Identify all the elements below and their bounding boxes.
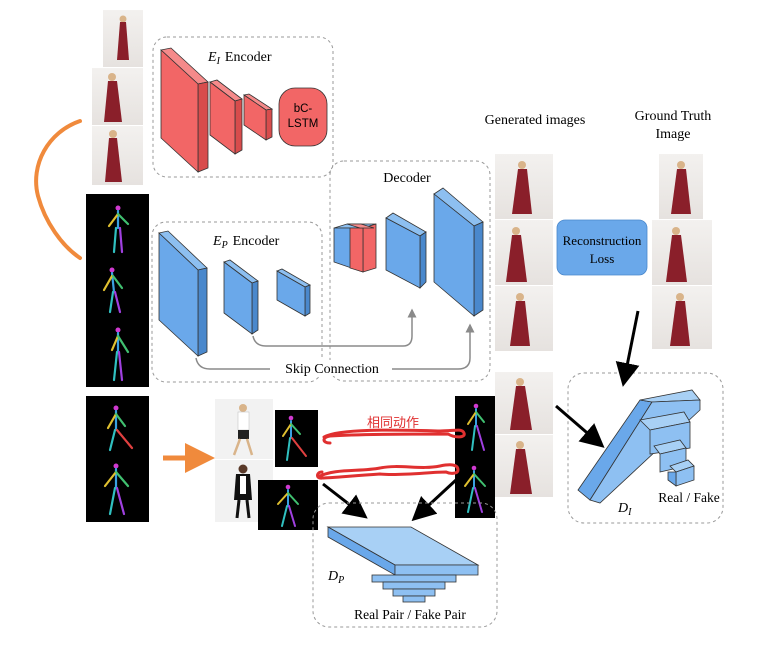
- arrow-ground-truth-to-di: [615, 310, 640, 387]
- encoder-p-text: Encoder: [233, 234, 280, 249]
- decoder-block: Decoder: [329, 160, 491, 382]
- discriminator-i-block: DI Real / Fake: [567, 372, 724, 524]
- pose-skeleton-1: [107, 205, 130, 254]
- arrow-fake-pair-to-dp: [411, 478, 458, 522]
- real-fake-pair-label: Real Pair / Fake Pair: [354, 607, 466, 622]
- generated-pair-images: [495, 372, 553, 497]
- pose-pair-left: [86, 396, 149, 522]
- ground-truth-image-1: [659, 154, 703, 219]
- generated-images-label: Generated images: [485, 113, 586, 128]
- discriminator-i-symbol: D: [617, 501, 628, 516]
- arrow-generated-to-di: [555, 404, 605, 448]
- discriminator-p-layers: [326, 526, 480, 603]
- discriminator-p-symbol: D: [327, 569, 338, 584]
- ground-truth-images: [652, 154, 712, 349]
- decoder-layer-1: [333, 223, 377, 273]
- skip-connection-label: Skip Connection: [285, 362, 379, 377]
- encoder-i-layer-2: [209, 79, 243, 155]
- ground-truth-image-3: [652, 286, 712, 349]
- pose-pair-right: [455, 396, 495, 518]
- encoder-p-layer-2: [223, 259, 259, 335]
- encoder-i-label: EI Encoder: [207, 50, 272, 67]
- encoder-i-layer-3: [242, 93, 274, 141]
- encoder-i-block: EI Encoder bC- LSTM: [152, 36, 334, 178]
- generated-pair-image-2: [495, 435, 553, 497]
- input-person-images: [92, 10, 143, 185]
- decoder-label: Decoder: [383, 171, 431, 186]
- lstm-label-line2: LSTM: [288, 118, 319, 130]
- real-person-image-1: [215, 399, 273, 459]
- discriminator-p-label: DP: [327, 569, 344, 586]
- generated-images: [495, 154, 553, 351]
- encoder-i-subscript: I: [216, 56, 221, 67]
- pose-skeleton-2: [102, 267, 124, 314]
- decoder-layer-3: [433, 187, 484, 317]
- ground-truth-image-2: [652, 220, 712, 285]
- discriminator-i-subscript: I: [627, 507, 632, 518]
- discriminator-p-subscript: P: [337, 575, 344, 586]
- generated-image-3: [495, 286, 553, 351]
- real-fake-label: Real / Fake: [658, 490, 719, 505]
- encoder-p-label: EP Encoder: [212, 234, 280, 251]
- generated-pair-image-1: [495, 372, 553, 434]
- discriminator-p-block: DP Real Pair / Fake Pair: [312, 502, 498, 628]
- orange-arc: [34, 119, 82, 260]
- encoder-i-text: Encoder: [225, 50, 272, 65]
- input-image-2: [92, 68, 143, 125]
- input-image-1: [103, 10, 143, 67]
- input-pose-images: [86, 194, 149, 387]
- pose-skeleton-3: [110, 327, 130, 382]
- encoder-p-layer-3: [276, 268, 311, 317]
- generated-image-1: [495, 154, 553, 219]
- discriminator-i-label: DI: [617, 501, 632, 518]
- lstm-block: bC- LSTM: [278, 87, 328, 147]
- reconstruction-line1: Reconstruction: [563, 233, 642, 248]
- same-pose-annotation-text: 相同动作: [367, 415, 419, 430]
- encoder-i-layer-1: [160, 47, 209, 173]
- real-pair-images: [215, 399, 318, 530]
- encoder-i-symbol: E: [207, 50, 217, 65]
- input-image-3: [92, 126, 143, 185]
- ground-truth-label-line2: Image: [656, 127, 691, 142]
- reconstruction-line2: Loss: [590, 251, 615, 266]
- encoder-p-block: EP Encoder: [151, 221, 323, 383]
- generated-image-2: [495, 220, 553, 285]
- discriminator-i-layers: [577, 389, 701, 504]
- same-pose-annotation: 相同动作: [316, 415, 466, 480]
- arrow-real-pair-to-dp: [322, 482, 368, 519]
- encoder-p-layer-1: [158, 230, 208, 357]
- lstm-label-line1: bC-: [294, 103, 313, 115]
- reconstruction-loss-box: Reconstruction Loss: [556, 219, 648, 276]
- skip-connection: Skip Connection: [195, 308, 475, 377]
- encoder-p-symbol: E: [212, 234, 222, 249]
- encoder-p-subscript: P: [221, 240, 228, 251]
- ground-truth-label-line1: Ground Truth: [635, 109, 712, 124]
- decoder-layer-2: [385, 212, 427, 289]
